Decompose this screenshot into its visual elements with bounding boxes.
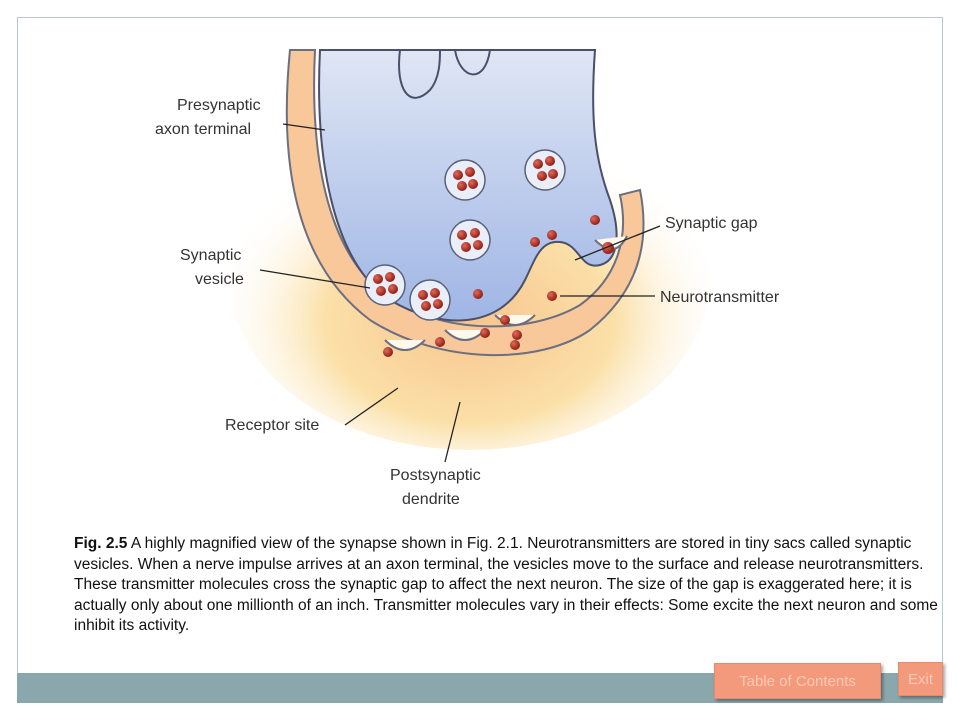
axon-inner-membrane-2 xyxy=(454,49,491,76)
label-postsynaptic-line2: dendrite xyxy=(402,491,460,508)
figure-label: Fig. 2.5 xyxy=(74,535,128,552)
vesicle-3 xyxy=(449,219,491,261)
label-presynaptic-line2: axon terminal xyxy=(155,121,251,138)
label-receptor-site: Receptor site xyxy=(225,417,319,434)
vesicle-5 xyxy=(409,279,451,321)
label-presynaptic-line1: Presynaptic xyxy=(177,97,261,114)
vesicle-2 xyxy=(524,149,566,191)
label-neurotransmitter: Neurotransmitter xyxy=(660,289,780,306)
neurotransmitter-molecules xyxy=(383,215,614,357)
figure-caption: Fig. 2.5 A highly magnified view of the … xyxy=(74,534,944,637)
leader-lines xyxy=(259,123,661,463)
label-synaptic-vesicle-line1: Synaptic xyxy=(180,247,241,264)
vesicle-4 xyxy=(364,264,406,306)
label-postsynaptic-line1: Postsynaptic xyxy=(390,467,481,484)
vesicle-1 xyxy=(444,159,486,201)
exit-button[interactable]: Exit xyxy=(898,662,943,696)
label-synaptic-gap: Synaptic gap xyxy=(665,215,758,232)
table-of-contents-button[interactable]: Table of Contents xyxy=(714,663,881,699)
caption-text: A highly magnified view of the synapse s… xyxy=(74,535,938,634)
receptor-site-1 xyxy=(384,339,426,351)
synapse-diagram: Presynaptic axon terminal Synaptic vesic… xyxy=(140,30,840,530)
axon-inner-membrane xyxy=(398,49,441,99)
label-synaptic-vesicle-line2: vesicle xyxy=(195,271,244,288)
